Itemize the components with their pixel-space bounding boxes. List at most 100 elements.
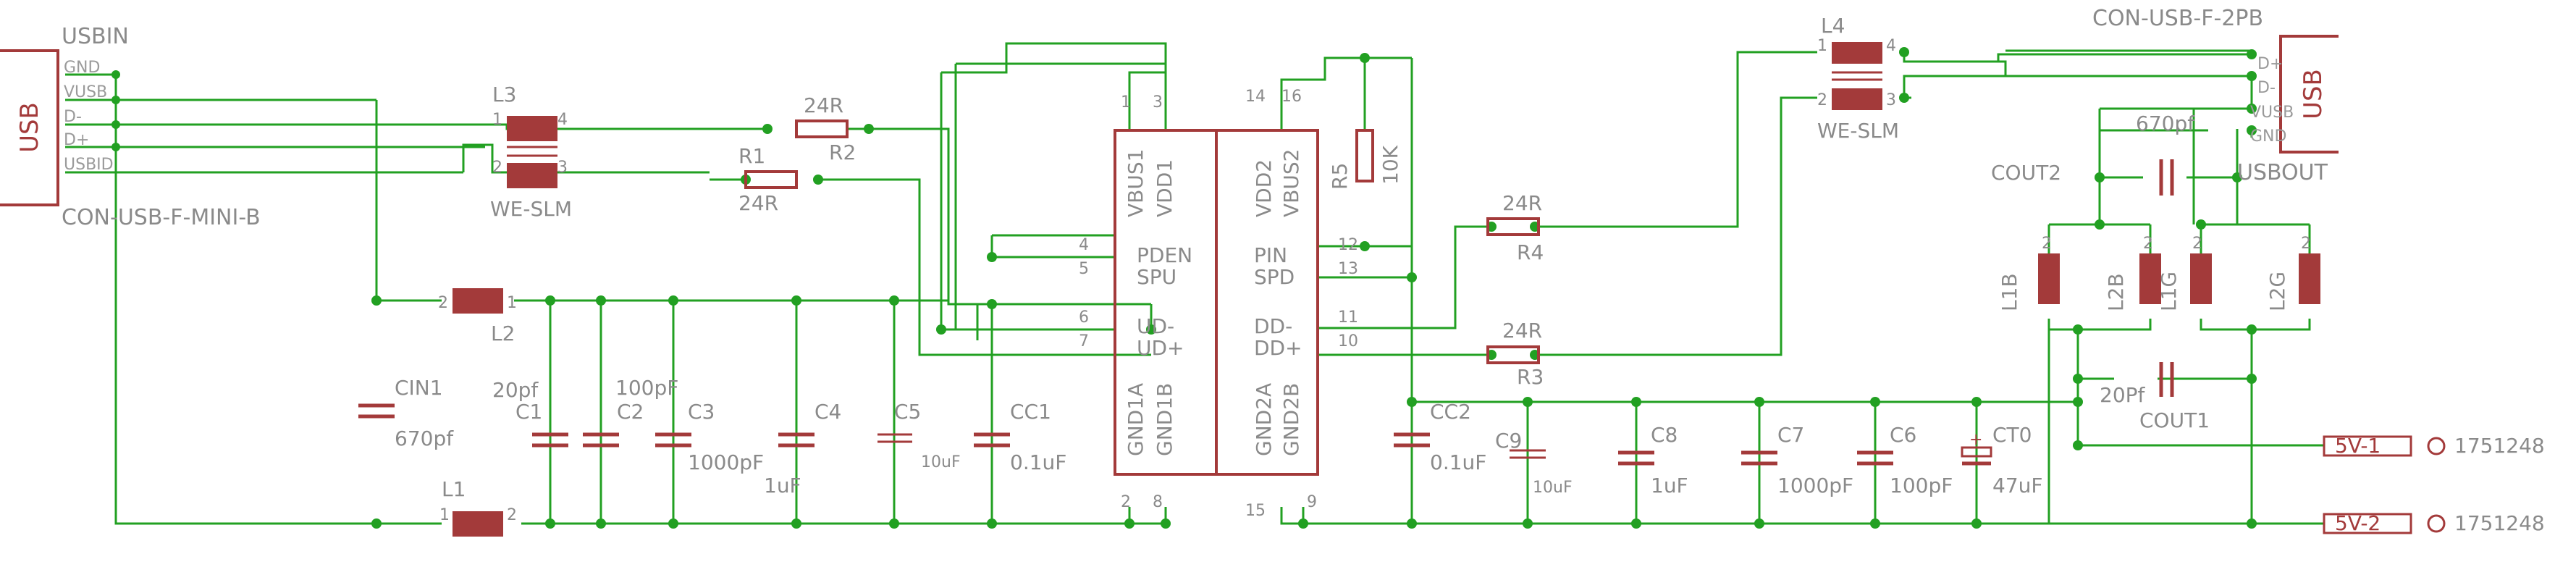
terminal-5v-1-part: 1751248	[2454, 434, 2545, 458]
capacitor-COUT2: 670pf COUT2	[1991, 112, 2195, 196]
c8-label: C8	[1651, 423, 1678, 447]
l4-label: L4	[1821, 14, 1845, 38]
chip-num-14: 14	[1245, 88, 1266, 106]
chip-num-1: 1	[1121, 93, 1131, 112]
capacitor-C4: C4 1uF	[764, 400, 841, 497]
chip-pin-ud-minus: UD-	[1137, 314, 1174, 338]
capacitor-CT0: + CT0 47uF	[1961, 423, 2042, 497]
chip-num-8: 8	[1153, 493, 1163, 511]
resistor-R2: 24R R2	[795, 93, 856, 164]
c5-value: 10uF	[921, 453, 961, 471]
r3-label: R3	[1517, 365, 1544, 389]
chip-pin-vbus1: VBUS1	[1124, 149, 1148, 217]
l3-label: L3	[492, 83, 516, 106]
l1b-pin2: 2	[2042, 235, 2052, 253]
chip-num-2: 2	[1121, 493, 1131, 511]
l2g-label: L2G	[2265, 272, 2289, 311]
usb-out-pin-dplus: D+	[2257, 55, 2283, 73]
capacitor-C6: C6 100pF	[1857, 423, 1953, 497]
l3-pin4: 4	[557, 111, 568, 129]
ferrite-L2B: 2 L2B	[2104, 235, 2161, 311]
usb-out-pin-dminus: D-	[2257, 79, 2276, 97]
chip-pin-vbus2: VBUS2	[1279, 149, 1303, 217]
l2b-pin2: 2	[2143, 235, 2153, 253]
r3-value: 24R	[1502, 319, 1542, 343]
terminal-5v-2-part: 1751248	[2454, 511, 2545, 535]
ferrite-L2G: 2 L2G	[2265, 235, 2320, 311]
chip-pin-pden: PDEN	[1137, 243, 1192, 267]
r5-value: 10K	[1379, 145, 1402, 185]
c2-label: C2	[617, 400, 644, 424]
usb-out-part: CON-USB-F-2PB	[2092, 6, 2263, 31]
chip-pin-gnd2b: GND2B	[1279, 383, 1303, 456]
chip-num-5: 5	[1079, 260, 1089, 278]
chip-num-11: 11	[1338, 308, 1358, 327]
l4-pin1: 1	[1817, 37, 1827, 55]
r4-label: R4	[1517, 240, 1544, 264]
wires	[65, 42, 2324, 525]
capacitor-C1: 20pf C1	[492, 378, 568, 448]
r2-value: 24R	[804, 93, 843, 117]
l4-pin4: 4	[1886, 37, 1896, 55]
l4-part: WE-SLM	[1817, 119, 1899, 143]
c4-value: 1uF	[764, 474, 801, 497]
usb-out-pin-gnd: GND	[2250, 127, 2286, 146]
r2-label: R2	[829, 140, 856, 164]
usb-in-name: USBIN	[62, 24, 129, 49]
cc2-value: 0.1uF	[1430, 450, 1486, 474]
resistor-R5: R5 10K	[1328, 129, 1402, 190]
usb-out-pin-vusb: VUSB	[2250, 104, 2294, 122]
chip-pin-gnd1a: GND1A	[1124, 383, 1148, 456]
l2-pin1: 1	[507, 294, 517, 312]
r5-label: R5	[1328, 163, 1352, 190]
chip-num-12: 12	[1338, 236, 1358, 254]
ct0-value: 47uF	[1992, 474, 2042, 497]
inductor-L1: 1 2 L1	[439, 477, 517, 537]
resistor-R3: 24R R3	[1486, 319, 1544, 389]
cin1-value: 670pf	[395, 427, 454, 450]
cc1-label: CC1	[1010, 400, 1051, 424]
usb-out-name: USBOUT	[2237, 160, 2328, 185]
c3-label: C3	[688, 400, 715, 424]
usb-in-symbol: USB	[15, 102, 44, 153]
r1-value: 24R	[738, 191, 778, 215]
chip-num-13: 13	[1338, 260, 1358, 278]
l3-pin2: 2	[492, 159, 502, 177]
inductor-L4: L4 WE-SLM 1 4 2 3	[1817, 14, 1899, 143]
capacitor-COUT1: 20Pf COUT1	[2100, 362, 2210, 432]
capacitor-C9: C9 10uF	[1495, 429, 1573, 497]
c7-value: 1000pF	[1777, 474, 1853, 497]
l4-pin2: 2	[1817, 91, 1827, 109]
chip-pin-gnd2a: GND2A	[1252, 383, 1276, 456]
chip-num-10: 10	[1338, 332, 1358, 350]
cout1-value: 20Pf	[2100, 383, 2146, 407]
capacitor-C8: C8 1uF	[1618, 423, 1688, 497]
l2-pin2: 2	[438, 294, 448, 312]
l3-part: WE-SLM	[490, 197, 572, 221]
l2g-pin2: 2	[2301, 235, 2311, 253]
usb-out-connector: USB CON-USB-F-2PB USBOUT D+ D- VUSB GND	[2092, 6, 2339, 185]
usb-in-pin-usbid: USBID	[64, 156, 114, 174]
usb-in-pin-dplus: D+	[64, 131, 89, 149]
capacitor-C5: C5 10uF	[877, 400, 961, 471]
chip-pin-ud-plus: UD+	[1137, 336, 1184, 360]
capacitor-C2: 100pF C2	[583, 376, 678, 448]
l1-label: L1	[442, 477, 466, 501]
junctions	[111, 47, 2257, 529]
chip-pin-vdd1: VDD1	[1153, 159, 1177, 217]
chip-pin-pin: PIN	[1254, 243, 1287, 267]
terminal-5v-2-label: 5V-2	[2335, 511, 2381, 535]
c9-label: C9	[1495, 429, 1522, 453]
l1b-label: L1B	[1998, 273, 2021, 311]
l1-pin1: 1	[439, 506, 450, 524]
cin1-label: CIN1	[395, 376, 443, 400]
r1-label: R1	[738, 144, 765, 168]
inductor-L2: 2 1 L2	[438, 288, 517, 345]
cout2-label: COUT2	[1991, 161, 2061, 185]
terminal-5v-1-label: 5V-1	[2335, 434, 2381, 458]
l1g-label: L1G	[2157, 272, 2181, 311]
capacitor-CIN1: CIN1 670pf	[358, 376, 454, 450]
chip-num-7: 7	[1079, 332, 1089, 350]
chip-pin-dd-plus: DD+	[1254, 336, 1302, 360]
